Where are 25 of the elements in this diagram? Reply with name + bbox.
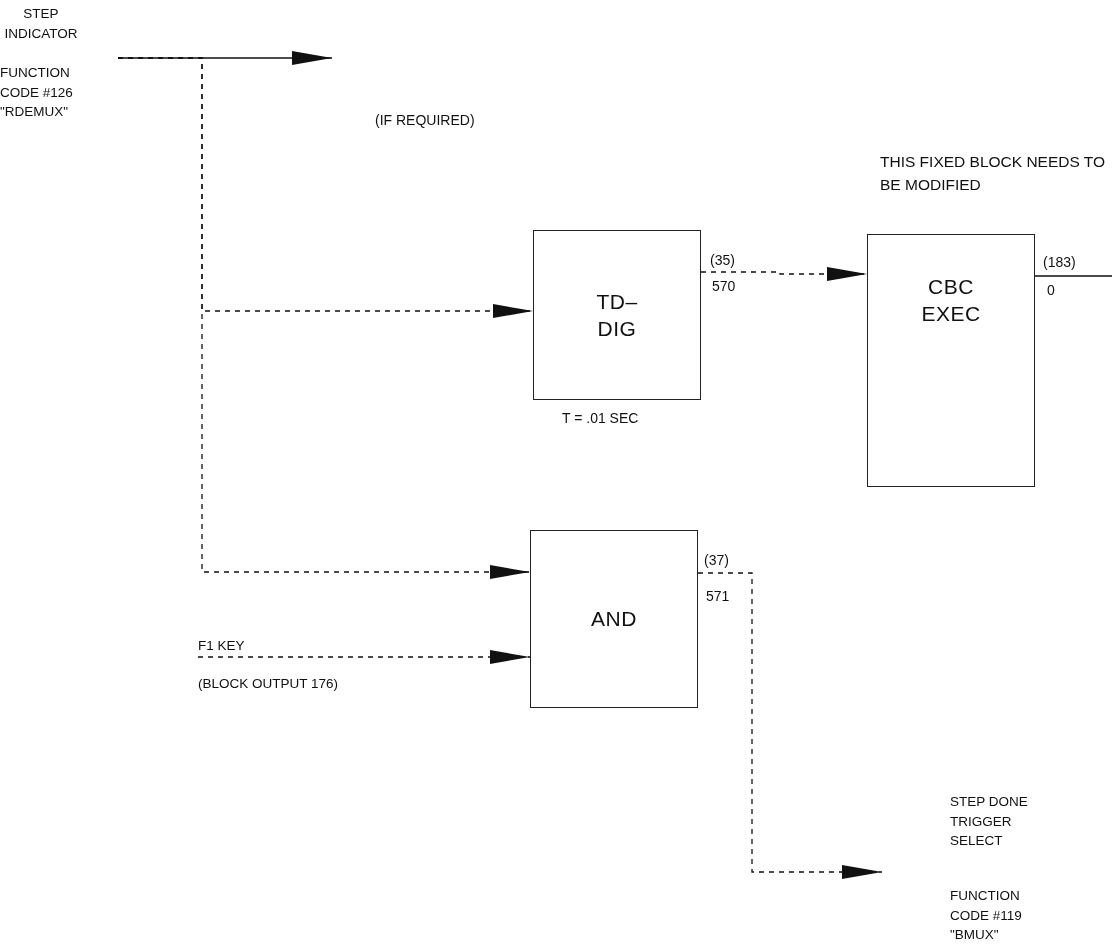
signal-label: FUNCTION CODE #119 "BMUX"	[950, 887, 1023, 945]
arrow	[697, 572, 883, 879]
pin-label: 0	[1047, 281, 1055, 300]
block-title: CBC EXEC	[920, 274, 982, 328]
signal-label: F1 KEY	[198, 637, 246, 655]
arrow	[197, 650, 531, 664]
function-block	[867, 234, 1035, 487]
block-title: AND	[590, 606, 638, 633]
block-title: TD–DIG	[595, 288, 639, 342]
pin-label: (183)	[1043, 253, 1076, 272]
pin-label: (IF REQUIRED)	[375, 111, 475, 130]
function-block	[533, 230, 701, 400]
pin-label: 570	[712, 277, 736, 296]
function-block	[530, 530, 698, 708]
arrow	[117, 57, 531, 579]
signal-label: STEP DONE TRIGGER SELECT	[950, 793, 1029, 851]
block-annotation: T = .01 SEC	[562, 409, 639, 428]
signal-label: (BLOCK OUTPUT 176)	[198, 675, 340, 694]
signal-label: FUNCTION CODE #126 "RDEMUX"	[0, 64, 74, 122]
note-text: THIS FIXED BLOCK NEEDS TO BE MODIFIED	[880, 152, 1107, 196]
pin-label: 571	[706, 587, 730, 606]
connector-line	[1034, 275, 1112, 277]
pin-label: (35)	[710, 251, 735, 270]
signal-label: STEP INDICATOR	[3, 5, 79, 43]
pin-label: (37)	[704, 551, 729, 570]
